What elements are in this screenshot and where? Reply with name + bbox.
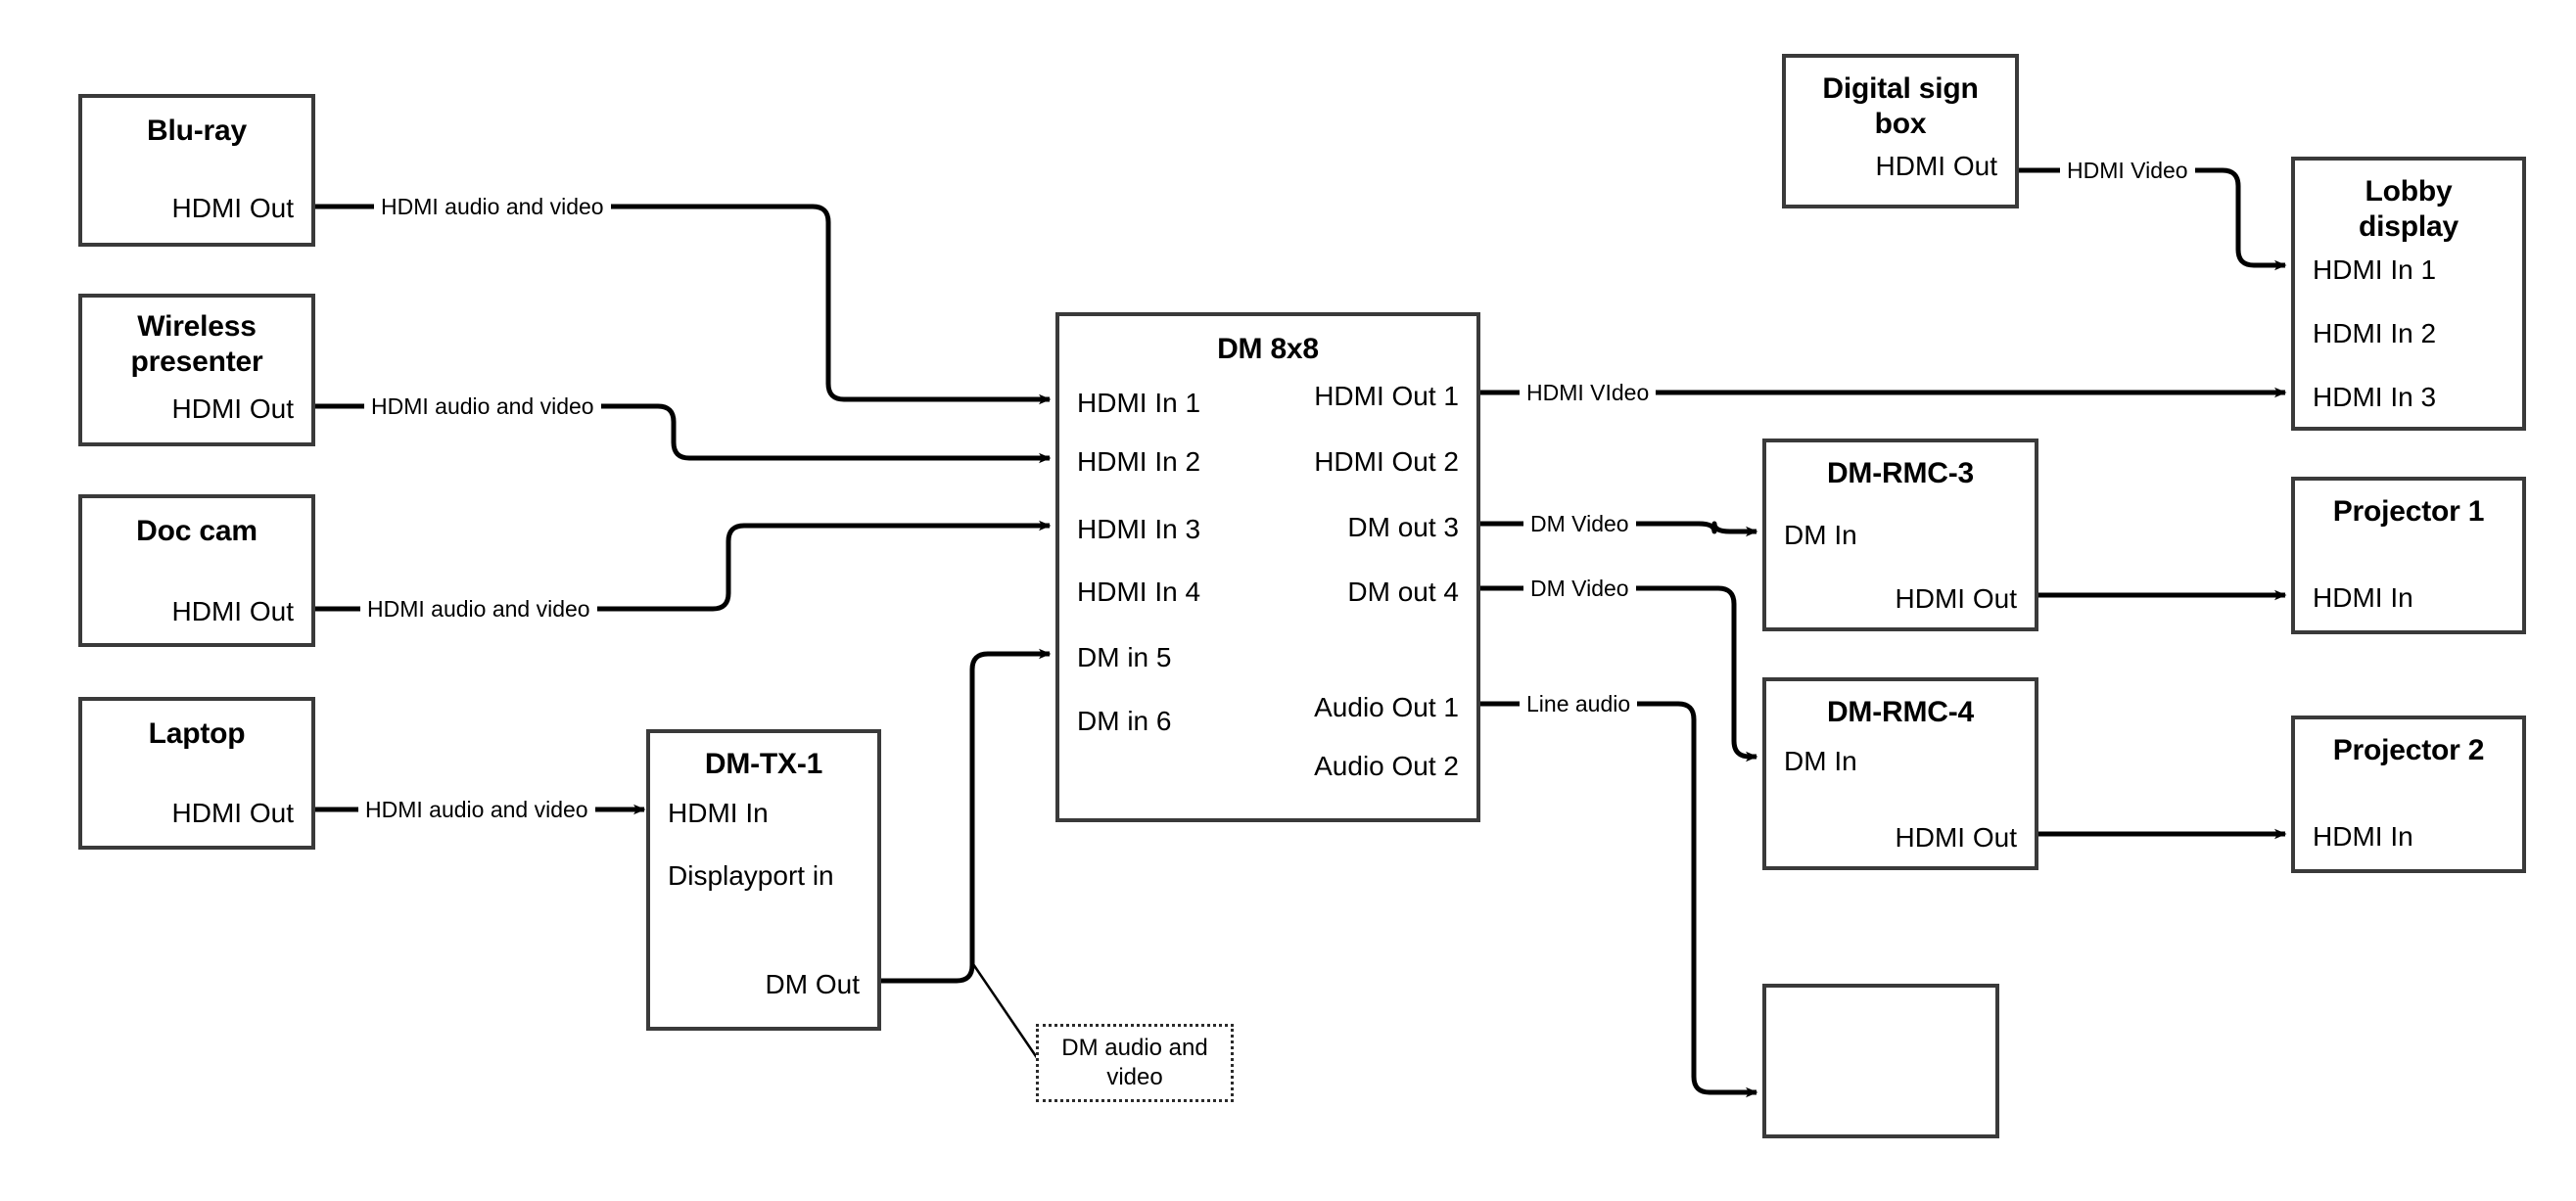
wire-audio-out1-to-amplifier <box>1480 701 1758 1098</box>
port-hdmi-in-3: HDMI In 3 <box>1077 514 1201 544</box>
port-hdmi-out-1: HDMI Out 1 <box>1314 381 1459 411</box>
node-dm-tx-1[interactable]: DM-TX-1 HDMI In Displayport in DM Out <box>646 729 881 1031</box>
wire-label-dm-video-3: DM Video <box>1523 511 1636 536</box>
port-hdmi-in-4: HDMI In 4 <box>1077 577 1201 607</box>
node-bluray[interactable]: Blu-ray HDMI Out <box>78 94 315 247</box>
node-title: Lobby display <box>2359 175 2459 243</box>
wire-dm-out3-to-rmc3 <box>1480 521 1758 537</box>
port-dm-in: DM In <box>1784 520 1857 550</box>
port-hdmi-in-1: HDMI In 1 <box>2313 254 2437 285</box>
wire-bluray-to-hdmi-in1 <box>315 204 1052 405</box>
port-audio-out-1: Audio Out 1 <box>1314 692 1459 722</box>
node-dm-rmc-3[interactable]: DM-RMC-3 DM In HDMI Out <box>1762 439 2038 631</box>
node-title: Blu-ray <box>147 115 247 147</box>
dm-audio-video-callout: DM audio and video <box>1036 1024 1234 1102</box>
wire-label-hdmi-video-sign: HDMI Video <box>2060 158 2195 183</box>
node-title: Digital sign box <box>1822 72 1979 140</box>
wire-wireless-to-hdmi-in2 <box>315 403 1052 464</box>
port-displayport-in: Displayport in <box>668 860 834 891</box>
node-title: DM 8x8 <box>1217 333 1319 365</box>
wire-label-line-audio: Line audio <box>1520 691 1638 716</box>
wire-label-hdmi-video-out1: HDMI VIdeo <box>1520 380 1657 405</box>
port-hdmi-in-1: HDMI In 1 <box>1077 388 1201 418</box>
node-lobby-display[interactable]: Lobby display HDMI In 1 HDMI In 2 HDMI I… <box>2291 157 2526 431</box>
port-hdmi-in: HDMI In <box>2313 821 2413 852</box>
wire-label-doccam: HDMI audio and video <box>360 596 597 622</box>
wire-dm-out4-to-rmc4 <box>1480 585 1758 762</box>
port-hdmi-in-2: HDMI In 2 <box>2313 318 2437 348</box>
port-hdmi-out-2: HDMI Out 2 <box>1314 446 1459 477</box>
port-dm-in-5: DM in 5 <box>1077 642 1172 672</box>
node-title: DM-TX-1 <box>704 748 823 780</box>
wire-label-laptop: HDMI audio and video <box>358 797 595 822</box>
node-amplifier[interactable] <box>1762 984 1999 1138</box>
node-projector-1[interactable]: Projector 1 HDMI In <box>2291 477 2526 634</box>
port-hdmi-in: HDMI In <box>668 798 769 828</box>
port-hdmi-out: HDMI Out <box>1875 151 1997 181</box>
port-audio-out-2: Audio Out 2 <box>1314 751 1459 781</box>
port-hdmi-out: HDMI Out <box>171 393 294 424</box>
port-hdmi-in: HDMI In <box>2313 582 2413 613</box>
leader-line-dm-audio-video <box>971 963 1042 1063</box>
node-title: DM-RMC-4 <box>1826 696 1975 728</box>
node-projector-2[interactable]: Projector 2 HDMI In <box>2291 716 2526 873</box>
port-hdmi-in-3: HDMI In 3 <box>2313 382 2437 412</box>
wire-sign-to-lobby-in1 <box>2019 167 2287 271</box>
port-hdmi-out: HDMI Out <box>171 193 294 223</box>
port-dm-out-4: DM out 4 <box>1347 577 1459 607</box>
wire-dmtx1-to-dm-in5 <box>881 648 1052 984</box>
node-dm-rmc-4[interactable]: DM-RMC-4 DM In HDMI Out <box>1762 677 2038 870</box>
node-dm-8x8[interactable]: DM 8x8 HDMI In 1 HDMI In 2 HDMI In 3 HDM… <box>1055 312 1480 822</box>
node-title: Laptop <box>148 717 246 750</box>
node-title: DM-RMC-3 <box>1826 457 1975 489</box>
node-title: Projector 1 <box>2332 495 2485 528</box>
port-hdmi-out: HDMI Out <box>171 596 294 626</box>
port-dm-out: DM Out <box>765 969 860 999</box>
node-laptop[interactable]: Laptop HDMI Out <box>78 697 315 850</box>
node-digital-sign-box[interactable]: Digital sign box HDMI Out <box>1782 54 2019 208</box>
node-wireless-presenter[interactable]: Wireless presenter HDMI Out <box>78 294 315 446</box>
port-dm-out-3: DM out 3 <box>1347 512 1459 542</box>
node-doc-cam[interactable]: Doc cam HDMI Out <box>78 494 315 647</box>
port-hdmi-out: HDMI Out <box>171 798 294 828</box>
node-title: Doc cam <box>136 515 258 547</box>
wire-label-wireless: HDMI audio and video <box>364 393 601 419</box>
wire-label-dm-video-4: DM Video <box>1523 576 1636 601</box>
port-hdmi-out: HDMI Out <box>1895 822 2017 853</box>
wire-doccam-to-hdmi-in3 <box>315 520 1052 612</box>
node-title: Wireless presenter <box>130 310 263 378</box>
node-title: Projector 2 <box>2332 734 2485 766</box>
port-hdmi-in-2: HDMI In 2 <box>1077 446 1201 477</box>
port-dm-in-6: DM in 6 <box>1077 706 1172 736</box>
port-hdmi-out: HDMI Out <box>1895 583 2017 614</box>
port-dm-in: DM In <box>1784 746 1857 776</box>
wire-label-bluray: HDMI audio and video <box>374 194 611 219</box>
